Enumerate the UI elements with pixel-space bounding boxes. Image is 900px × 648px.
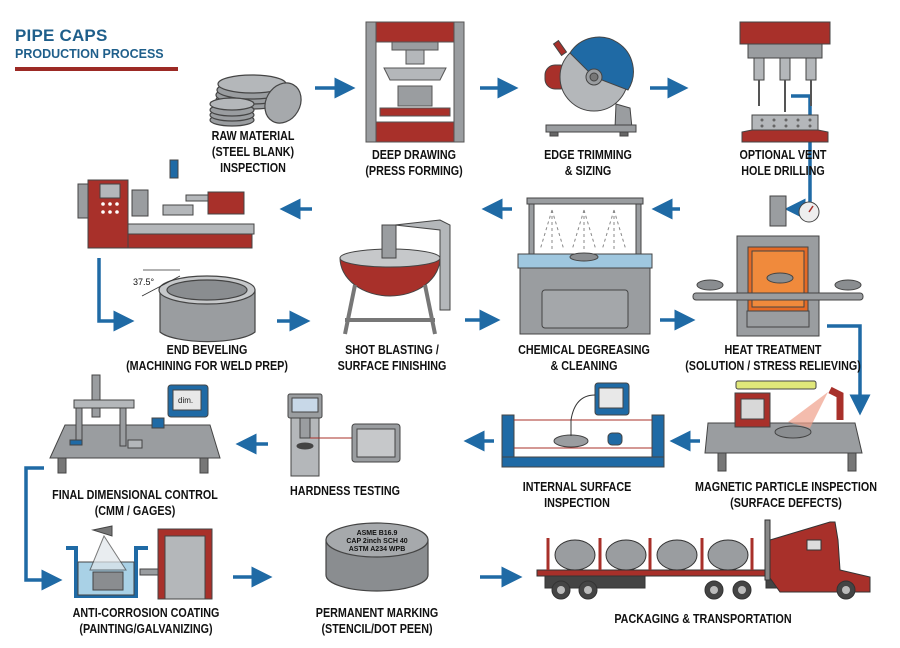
marked-cap-icon: ASME B16.9 CAP 2inch SCH 40 ASTM A234 WP…: [325, 522, 429, 592]
label-line: EDGE TRIMMING: [544, 148, 632, 162]
arrow-8-bevel: [97, 258, 135, 332]
label-line: PERMANENT MARKING: [315, 606, 439, 620]
step-label-internal-surface: INTERNAL SURFACE INSPECTION: [523, 479, 632, 511]
cmm-icon: dim.: [49, 374, 221, 474]
label-line: FINAL DIMENSIONAL CONTROL: [52, 488, 218, 502]
label-line: END BEVELING: [166, 343, 248, 357]
step-label-shot-blasting: SHOT BLASTING / SURFACE FINISHING: [338, 342, 447, 374]
truck-icon: [536, 519, 871, 600]
label-line: SHOT BLASTING /: [345, 343, 439, 357]
label-line: HOLE DRILLING: [741, 164, 825, 178]
cutoff-saw-icon: [544, 36, 637, 137]
press-icon: [365, 21, 465, 143]
step-label-vent-drilling: OPTIONAL VENT HOLE DRILLING: [739, 147, 826, 179]
bevel-angle-label: 37.5°: [133, 277, 155, 287]
label-line: HEAT TREATMENT: [724, 343, 822, 357]
lathe-icon: [77, 159, 255, 249]
mpi-station-icon: [704, 380, 863, 472]
label-line: (CMM / GAGES): [94, 504, 176, 518]
label-line: (STEEL BLANK): [211, 145, 295, 159]
step-label-end-beveling: END BEVELING (MACHINING FOR WELD PREP): [126, 342, 288, 374]
drill-press-icon: [739, 21, 831, 143]
beveled-cap-icon: 37.5°: [133, 269, 256, 343]
label-line: (PRESS FORMING): [365, 164, 463, 178]
label-line: SURFACE FINISHING: [337, 359, 447, 373]
label-line: CHEMICAL DEGREASING: [518, 343, 650, 357]
title-underline: [15, 67, 178, 71]
step-label-packaging-transport: PACKAGING & TRANSPORTATION: [614, 611, 791, 627]
flow-arrows: [24, 77, 871, 591]
label-line: (STENCIL/DOT PEEN): [321, 622, 433, 636]
marking-line-3: ASTM A234 WPB: [349, 546, 406, 553]
label-line: (PAINTING/GALVANIZING): [79, 622, 213, 636]
coating-booth-icon: [66, 525, 213, 600]
step-label-heat-treatment: HEAT TREATMENT (SOLUTION / STRESS RELIEV…: [685, 342, 861, 374]
label-line: (MACHINING FOR WELD PREP): [126, 359, 288, 373]
hardness-tester-icon: [287, 393, 401, 477]
label-line: & SIZING: [564, 164, 612, 178]
label-line: PACKAGING & TRANSPORTATION: [614, 612, 792, 626]
marking-line-1: ASME B16.9: [357, 530, 398, 537]
label-line: ANTI-CORROSION COATING: [72, 606, 220, 620]
cmm-display-text: dim.: [178, 396, 193, 405]
step-label-raw-material: RAW MATERIAL (STEEL BLANK) INSPECTION: [212, 128, 295, 176]
shot-blaster-icon: [339, 219, 451, 335]
label-line: INSPECTION: [220, 161, 286, 175]
label-line: (SURFACE DEFECTS): [730, 496, 842, 510]
step-label-edge-trimming: EDGE TRIMMING & SIZING: [544, 147, 632, 179]
diagram-subtitle: PRODUCTION PROCESS: [15, 47, 164, 61]
label-line: OPTIONAL VENT: [739, 148, 827, 162]
label-line: INSPECTION: [544, 496, 610, 510]
label-line: DEEP DRAWING: [371, 148, 457, 162]
step-label-permanent-marking: PERMANENT MARKING (STENCIL/DOT PEEN): [316, 605, 438, 637]
marking-line-2: CAP 2inch SCH 40: [346, 538, 407, 545]
wash-tank-icon: [517, 197, 653, 335]
diagram-title: PIPE CAPS: [15, 26, 108, 45]
step-label-deep-drawing: DEEP DRAWING (PRESS FORMING): [365, 147, 462, 179]
step-label-magnetic-particle: MAGNETIC PARTICLE INSPECTION (SURFACE DE…: [695, 479, 877, 511]
label-line: HARDNESS TESTING: [290, 484, 400, 498]
arrow-cmm-coating: [24, 466, 63, 591]
step-label-chemical-degreasing: CHEMICAL DEGREASING & CLEANING: [518, 342, 650, 374]
label-line: INTERNAL SURFACE: [522, 480, 632, 494]
steel-blanks-icon: [209, 74, 302, 127]
label-line: & CLEANING: [550, 359, 618, 373]
step-label-anti-corrosion: ANTI-CORROSION COATING (PAINTING/GALVANI…: [73, 605, 220, 637]
arrow-heat-mpi: [827, 324, 871, 416]
ultrasonic-tank-icon: [501, 382, 665, 468]
furnace-icon: [692, 195, 864, 337]
label-line: (SOLUTION / STRESS RELIEVING): [685, 359, 861, 373]
label-line: MAGNETIC PARTICLE INSPECTION: [695, 480, 877, 494]
step-label-final-dimensional: FINAL DIMENSIONAL CONTROL (CMM / GAGES): [52, 487, 218, 519]
label-line: RAW MATERIAL: [211, 129, 295, 143]
step-label-hardness-testing: HARDNESS TESTING: [290, 483, 400, 499]
